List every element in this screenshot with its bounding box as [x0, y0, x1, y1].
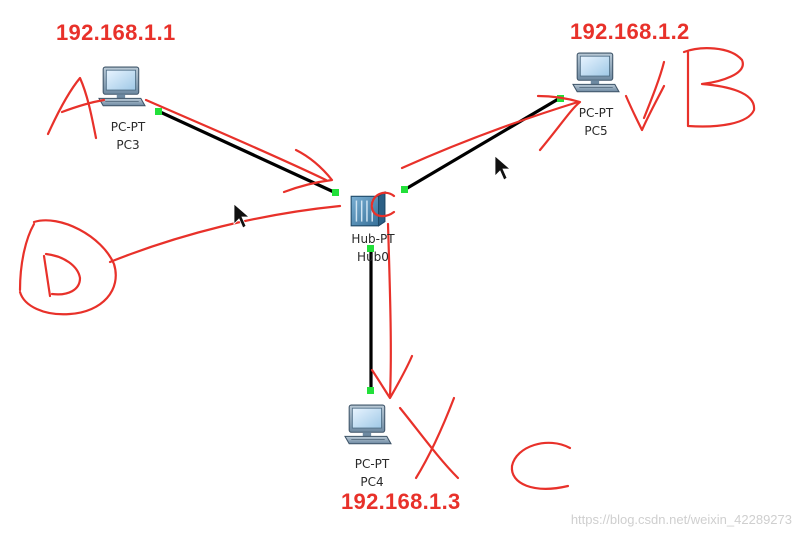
annotation-arrow-pc3-hub: [144, 98, 334, 194]
ip-label-pc5: 192.168.1.2: [570, 19, 690, 44]
links-layer: [157, 96, 561, 392]
device-name-label: PC5: [584, 124, 608, 138]
pc-icon: [98, 66, 146, 107]
cursor-1: [233, 203, 251, 229]
port-light-pc4: [367, 387, 374, 394]
hub-icon: [350, 191, 386, 227]
link-pc5-hub0[interactable]: [403, 96, 561, 192]
annotation-letter-d-inner: [42, 252, 82, 298]
device-pc3[interactable]: [98, 66, 146, 107]
device-pc5[interactable]: [572, 52, 620, 93]
device-name-label: PC3: [116, 138, 140, 152]
device-label-hub0: Hub-PT Hub0: [338, 230, 408, 266]
ip-label-pc4: 192.168.1.3: [341, 489, 461, 514]
annotation-arrow-hub-pc5: [400, 94, 582, 170]
pc-icon: [572, 52, 620, 93]
annotation-arrow-hub-pc4: [370, 222, 414, 400]
annotation-line-d-hub: [108, 204, 342, 264]
device-label-pc4: PC-PT PC4: [338, 455, 406, 491]
device-type-label: PC-PT: [110, 120, 146, 134]
device-type-label: Hub-PT: [351, 232, 395, 246]
device-pc4[interactable]: [344, 404, 392, 445]
annotation-letter-x: [398, 396, 460, 480]
device-label-pc5: PC-PT PC5: [566, 104, 626, 140]
device-type-label: PC-PT: [578, 106, 614, 120]
cursor-2: [494, 155, 512, 181]
device-type-label: PC-PT: [354, 457, 390, 471]
port-light-pc3: [155, 108, 162, 115]
handwritten-annotations: [18, 47, 756, 490]
port-light-hub-left: [332, 189, 339, 196]
link-pc3-hub0[interactable]: [157, 109, 337, 195]
device-hub0[interactable]: [350, 191, 386, 227]
annotation-letter-b: [642, 47, 756, 128]
mouse-cursor-icon: [494, 155, 512, 181]
device-name-label: Hub0: [357, 250, 389, 264]
port-light-hub-right: [401, 186, 408, 193]
annotation-letter-c-hub: [370, 191, 396, 218]
annotation-letter-c: [510, 441, 572, 490]
device-label-pc3: PC-PT PC3: [98, 118, 158, 154]
pc-icon: [344, 404, 392, 445]
port-light-hub-bottom: [367, 245, 374, 252]
annotation-letter-a: [46, 76, 106, 140]
ip-label-pc3: 192.168.1.1: [56, 20, 176, 45]
mouse-cursor-icon: [233, 203, 251, 229]
annotation-letter-d: [18, 219, 117, 316]
annotation-check-pc5: [624, 84, 666, 132]
watermark-text: https://blog.csdn.net/weixin_42289273: [570, 512, 792, 527]
device-name-label: PC4: [360, 475, 384, 489]
